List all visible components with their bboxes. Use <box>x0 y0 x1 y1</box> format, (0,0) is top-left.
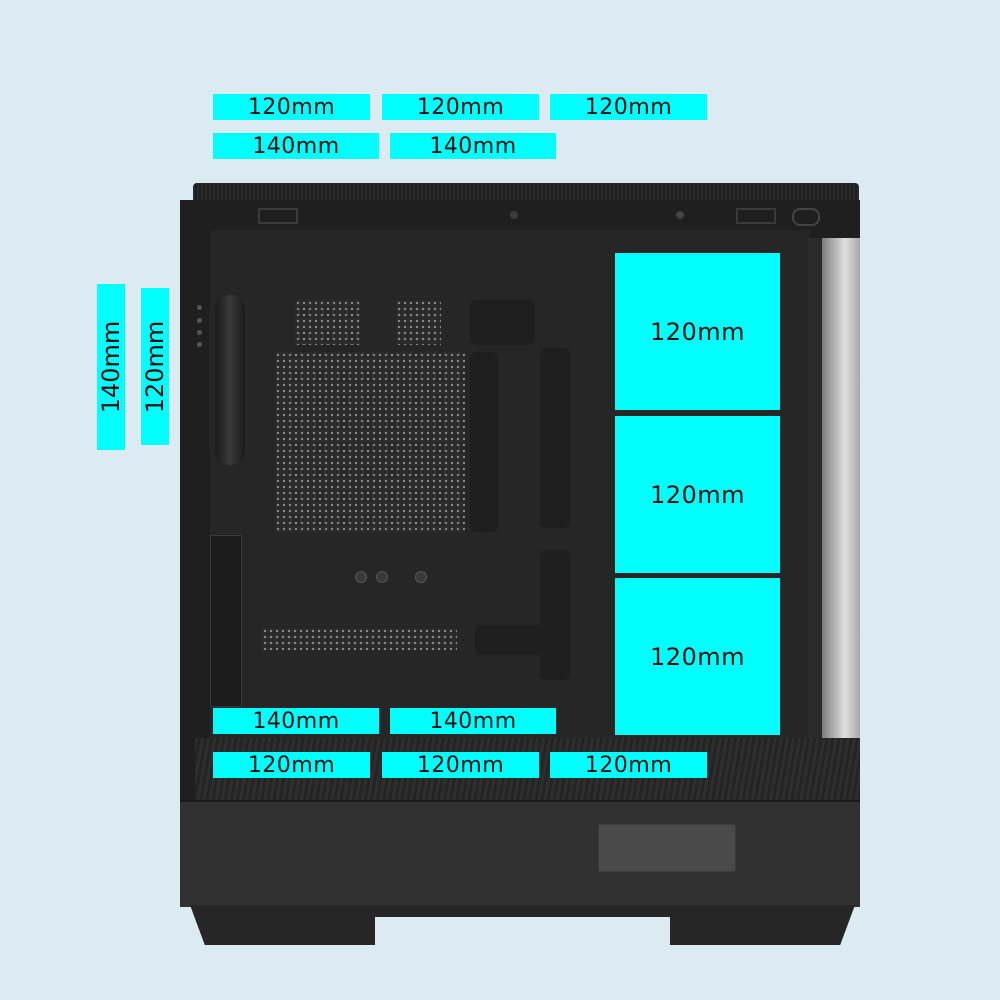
standoff <box>415 571 427 583</box>
tray-cutout <box>470 300 535 345</box>
top-fan-label-120-3: 120mm <box>550 94 707 120</box>
foot-right <box>670 905 855 945</box>
front-fan-label-120-3: 120mm <box>615 578 780 735</box>
cpu-backplate-mesh <box>275 352 465 532</box>
mesh-cutout <box>295 300 360 345</box>
io-dot <box>197 330 202 335</box>
standoff <box>376 571 388 583</box>
cable-cutout <box>540 550 570 680</box>
cable-cutout <box>540 348 570 528</box>
rear-fan-label-120: 120mm <box>141 288 169 445</box>
side-glass-panel <box>822 238 860 778</box>
top-fan-label-140-1: 140mm <box>213 133 379 159</box>
psu-window <box>598 824 736 872</box>
front-fan-label-120-2: 120mm <box>615 416 780 573</box>
standoff <box>355 571 367 583</box>
io-dot <box>197 305 202 310</box>
top-clip-left <box>258 208 298 224</box>
rear-fan-label-120-text: 120mm <box>141 320 169 413</box>
top-clip-right <box>736 208 776 224</box>
rear-fan-label-140: 140mm <box>97 284 125 450</box>
top-screw <box>676 211 684 219</box>
io-dot <box>197 342 202 347</box>
base-bridge <box>375 905 670 917</box>
bottom-fan-label-120-1: 120mm <box>213 752 370 778</box>
bottom-fan-label-140-1: 140mm <box>213 708 379 734</box>
bottom-fan-label-140-2: 140mm <box>390 708 556 734</box>
top-fan-label-120-2: 120mm <box>382 94 539 120</box>
top-screw <box>510 211 518 219</box>
case-top-mesh <box>193 183 859 203</box>
rear-fan <box>215 295 245 465</box>
bottom-fan-label-120-2: 120mm <box>382 752 539 778</box>
io-dot <box>197 318 202 323</box>
expansion-slots <box>210 535 242 707</box>
psu-shroud <box>180 800 860 907</box>
tray-cutout <box>470 352 498 532</box>
mesh-cutout <box>262 628 457 650</box>
top-fan-label-120-1: 120mm <box>213 94 370 120</box>
top-grommet <box>792 208 820 226</box>
front-fan-label-120-1: 120mm <box>615 253 780 410</box>
bottom-fan-label-120-3: 120mm <box>550 752 707 778</box>
rear-fan-label-140-text: 140mm <box>97 320 125 414</box>
foot-left <box>190 905 375 945</box>
mesh-cutout <box>396 300 441 345</box>
top-fan-label-140-2: 140mm <box>390 133 556 159</box>
front-pillar <box>808 238 822 778</box>
tray-cutout <box>475 625 570 655</box>
